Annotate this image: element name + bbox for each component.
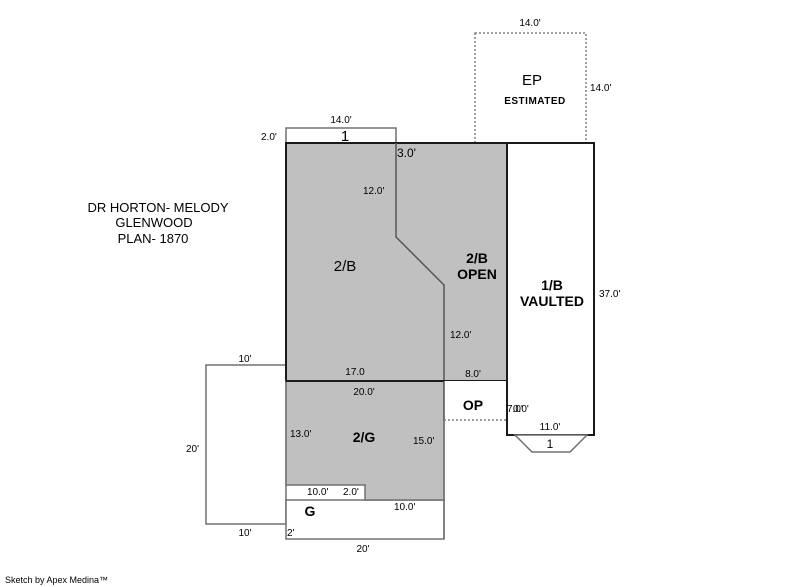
bay-top-label: 1 xyxy=(341,128,349,145)
dim-garage-upper-top: 20.0' xyxy=(353,387,374,398)
dim-bay-top-width: 14.0' xyxy=(330,115,351,126)
garage-label: G xyxy=(305,503,316,519)
dim-garage-top-left: 10' xyxy=(238,354,251,365)
dim-garage-upper-step-left: 10.0' xyxy=(307,487,328,498)
op-label: OP xyxy=(463,397,483,413)
sketch-credit: Sketch by Apex Medina™ xyxy=(5,575,108,585)
dim-op-side: 7.0' xyxy=(507,404,523,415)
title-line-2: GLENWOOD xyxy=(115,215,192,230)
dim-open-bottom: 8.0' xyxy=(465,369,481,380)
dim-garage-left: 20' xyxy=(186,444,199,455)
dim-bay-top-depth: 2.0' xyxy=(261,132,277,143)
vaulted-label-line1: 1/B xyxy=(541,277,563,293)
garage-outline xyxy=(205,364,287,525)
dim-garage-upper-step: 2.0' xyxy=(343,487,359,498)
dim-garage-step: 2' xyxy=(287,528,295,539)
second-over-garage-label: 2/G xyxy=(353,429,376,445)
dim-ep-top: 14.0' xyxy=(519,18,540,29)
dim-garage-upper-step-right: 10.0' xyxy=(394,502,415,513)
open-porch-area xyxy=(444,381,507,420)
open-label-line1: 2/B xyxy=(466,250,488,266)
dim-ep-right: 14.0' xyxy=(590,83,611,94)
title-line-1: DR HORTON- MELODY xyxy=(87,200,228,215)
enclosed-porch-outline xyxy=(474,32,587,144)
dim-vaulted-bottom: 11.0' xyxy=(540,422,561,433)
first-floor-vaulted-area xyxy=(506,142,595,436)
second-floor-label: 2/B xyxy=(334,258,357,275)
dim-garage-bottom-left: 10' xyxy=(238,528,251,539)
dim-garage-bottom: 20' xyxy=(356,544,369,555)
bay-right-label: 1 xyxy=(547,437,554,451)
bay-right-outline xyxy=(513,434,589,453)
ep-status-label: ESTIMATED xyxy=(504,96,566,107)
open-label-line2: OPEN xyxy=(457,266,497,282)
dim-op-side-overlap: 0.0' xyxy=(513,404,529,415)
ep-label: EP xyxy=(522,72,542,89)
dim-vaulted-height: 37.0' xyxy=(599,289,620,300)
vaulted-label-line2: VAULTED xyxy=(520,293,584,309)
title-line-3: PLAN- 1870 xyxy=(118,231,189,246)
dim-open-side: 12.0' xyxy=(450,330,471,341)
dim-jog-upper: 12.0' xyxy=(363,186,384,197)
dim-garage-upper-left: 13.0' xyxy=(290,429,311,440)
open-divider-line xyxy=(395,143,445,381)
dim-garage-upper-right: 15.0' xyxy=(413,436,434,447)
dim-second-floor-bottom: 17.0 xyxy=(345,367,365,378)
dim-jog-top: 3.0' xyxy=(397,146,416,160)
